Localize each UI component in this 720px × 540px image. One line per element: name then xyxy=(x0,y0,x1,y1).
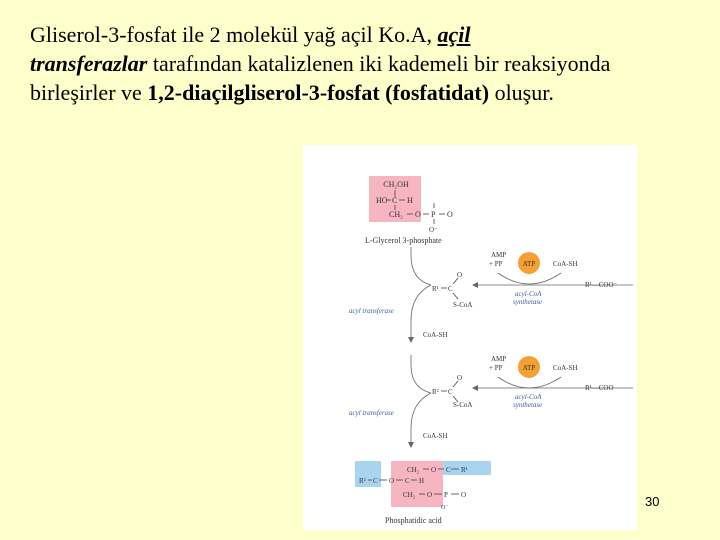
glycerol-name: L-Glycerol 3-phosphate xyxy=(365,236,442,245)
step1-atp-circle xyxy=(518,252,540,274)
step1-r1: R¹ xyxy=(432,285,439,293)
product-r2: R² xyxy=(359,477,366,485)
pathway-svg: CH₂OH HO C H CH₂ O P O O⁻ L-Glycerol 3-p… xyxy=(349,176,633,525)
step2-amp: AMP xyxy=(491,355,506,363)
step2-coash: CoA-SH xyxy=(553,364,578,372)
step1-pp: + PP xyxy=(489,260,503,268)
product-c2: C xyxy=(373,477,378,485)
step2-atp-circle xyxy=(518,356,540,378)
text-part-4: tarafından katalizlenen iki kademeli bir… xyxy=(30,51,611,105)
product-o-minus: O⁻ xyxy=(441,505,449,511)
slide-body-text: Gliserol-3-fosfat ile 2 molekül yağ açil… xyxy=(30,20,670,107)
product-h: H xyxy=(419,477,424,485)
product-p: P xyxy=(444,491,448,499)
step2-synthetase-2: synthetase xyxy=(513,401,542,409)
glycerol-p: P xyxy=(431,210,436,219)
product-r1-highlight xyxy=(443,461,491,475)
step2-o: O xyxy=(457,374,462,382)
product-ch2-bottom: CH₂ xyxy=(403,491,416,499)
product-o4: O xyxy=(461,491,466,499)
product-c1: C xyxy=(446,466,451,474)
step2-transferase: acyl transferase xyxy=(349,409,394,417)
glycerol-o: O xyxy=(415,210,421,219)
step2-pp: + PP xyxy=(489,364,503,372)
step1-c: C xyxy=(448,285,453,293)
step1-fatty-acid: R¹—COO⁻ xyxy=(585,281,618,289)
step1-transferase: acyl transferase xyxy=(349,307,394,315)
step1-amp: AMP xyxy=(491,251,506,259)
step1-coash-out: CoA-SH xyxy=(423,331,448,339)
step2-scoa: S-CoA xyxy=(453,401,472,409)
product-o3: O xyxy=(427,491,432,499)
step1-o: O xyxy=(457,271,462,279)
glycerol-r1: CH₂OH xyxy=(383,180,409,189)
product-o2: O xyxy=(389,477,394,485)
glycerol-ho: HO xyxy=(376,196,388,205)
product-name: Phosphatidic acid xyxy=(385,516,442,525)
step2-coash-out: CoA-SH xyxy=(423,432,448,440)
step1-scoa: S-CoA xyxy=(453,301,472,309)
glycerol-o-right: O xyxy=(447,210,453,219)
text-transferazlar: transferazlar xyxy=(30,51,148,76)
product-r1: R¹ xyxy=(461,466,468,474)
step2-atp: ATP xyxy=(523,364,536,372)
step1-synthetase-1: acyl-CoA xyxy=(515,290,542,298)
product-r2-highlight xyxy=(355,461,381,487)
step2-c: C xyxy=(448,388,453,396)
text-part-6: oluşur. xyxy=(489,80,554,105)
glycerol-c: C xyxy=(392,196,397,205)
step1-synthetase-2: synthetase xyxy=(513,298,542,306)
glycerol-ch2: CH₂ xyxy=(389,210,403,219)
product-ch2-top: CH₂ xyxy=(407,466,420,474)
product-o1: O xyxy=(431,466,436,474)
text-part-1: Gliserol-3-fosfat ile 2 molekül yağ açil… xyxy=(30,22,438,47)
step1-coash: CoA-SH xyxy=(553,260,578,268)
text-acil: açil xyxy=(437,22,471,47)
biochem-pathway-figure: CH₂OH HO C H CH₂ O P O O⁻ L-Glycerol 3-p… xyxy=(303,145,637,530)
step1-atp: ATP xyxy=(523,260,536,268)
step2-synthetase-1: acyl-CoA xyxy=(515,393,542,401)
text-fosfatidat: 1,2-diaçilgliserol-3-fosfat (fosfatidat) xyxy=(147,80,490,105)
product-c-mid: C xyxy=(405,477,410,485)
page-number: 30 xyxy=(645,494,660,509)
step2-fatty-acid: R¹—COO xyxy=(585,384,614,392)
glycerol-h: H xyxy=(407,196,413,205)
product-glycerol-highlight xyxy=(391,461,443,507)
glycerol-o-minus: O⁻ xyxy=(429,226,438,234)
step2-r2: R² xyxy=(432,388,439,396)
